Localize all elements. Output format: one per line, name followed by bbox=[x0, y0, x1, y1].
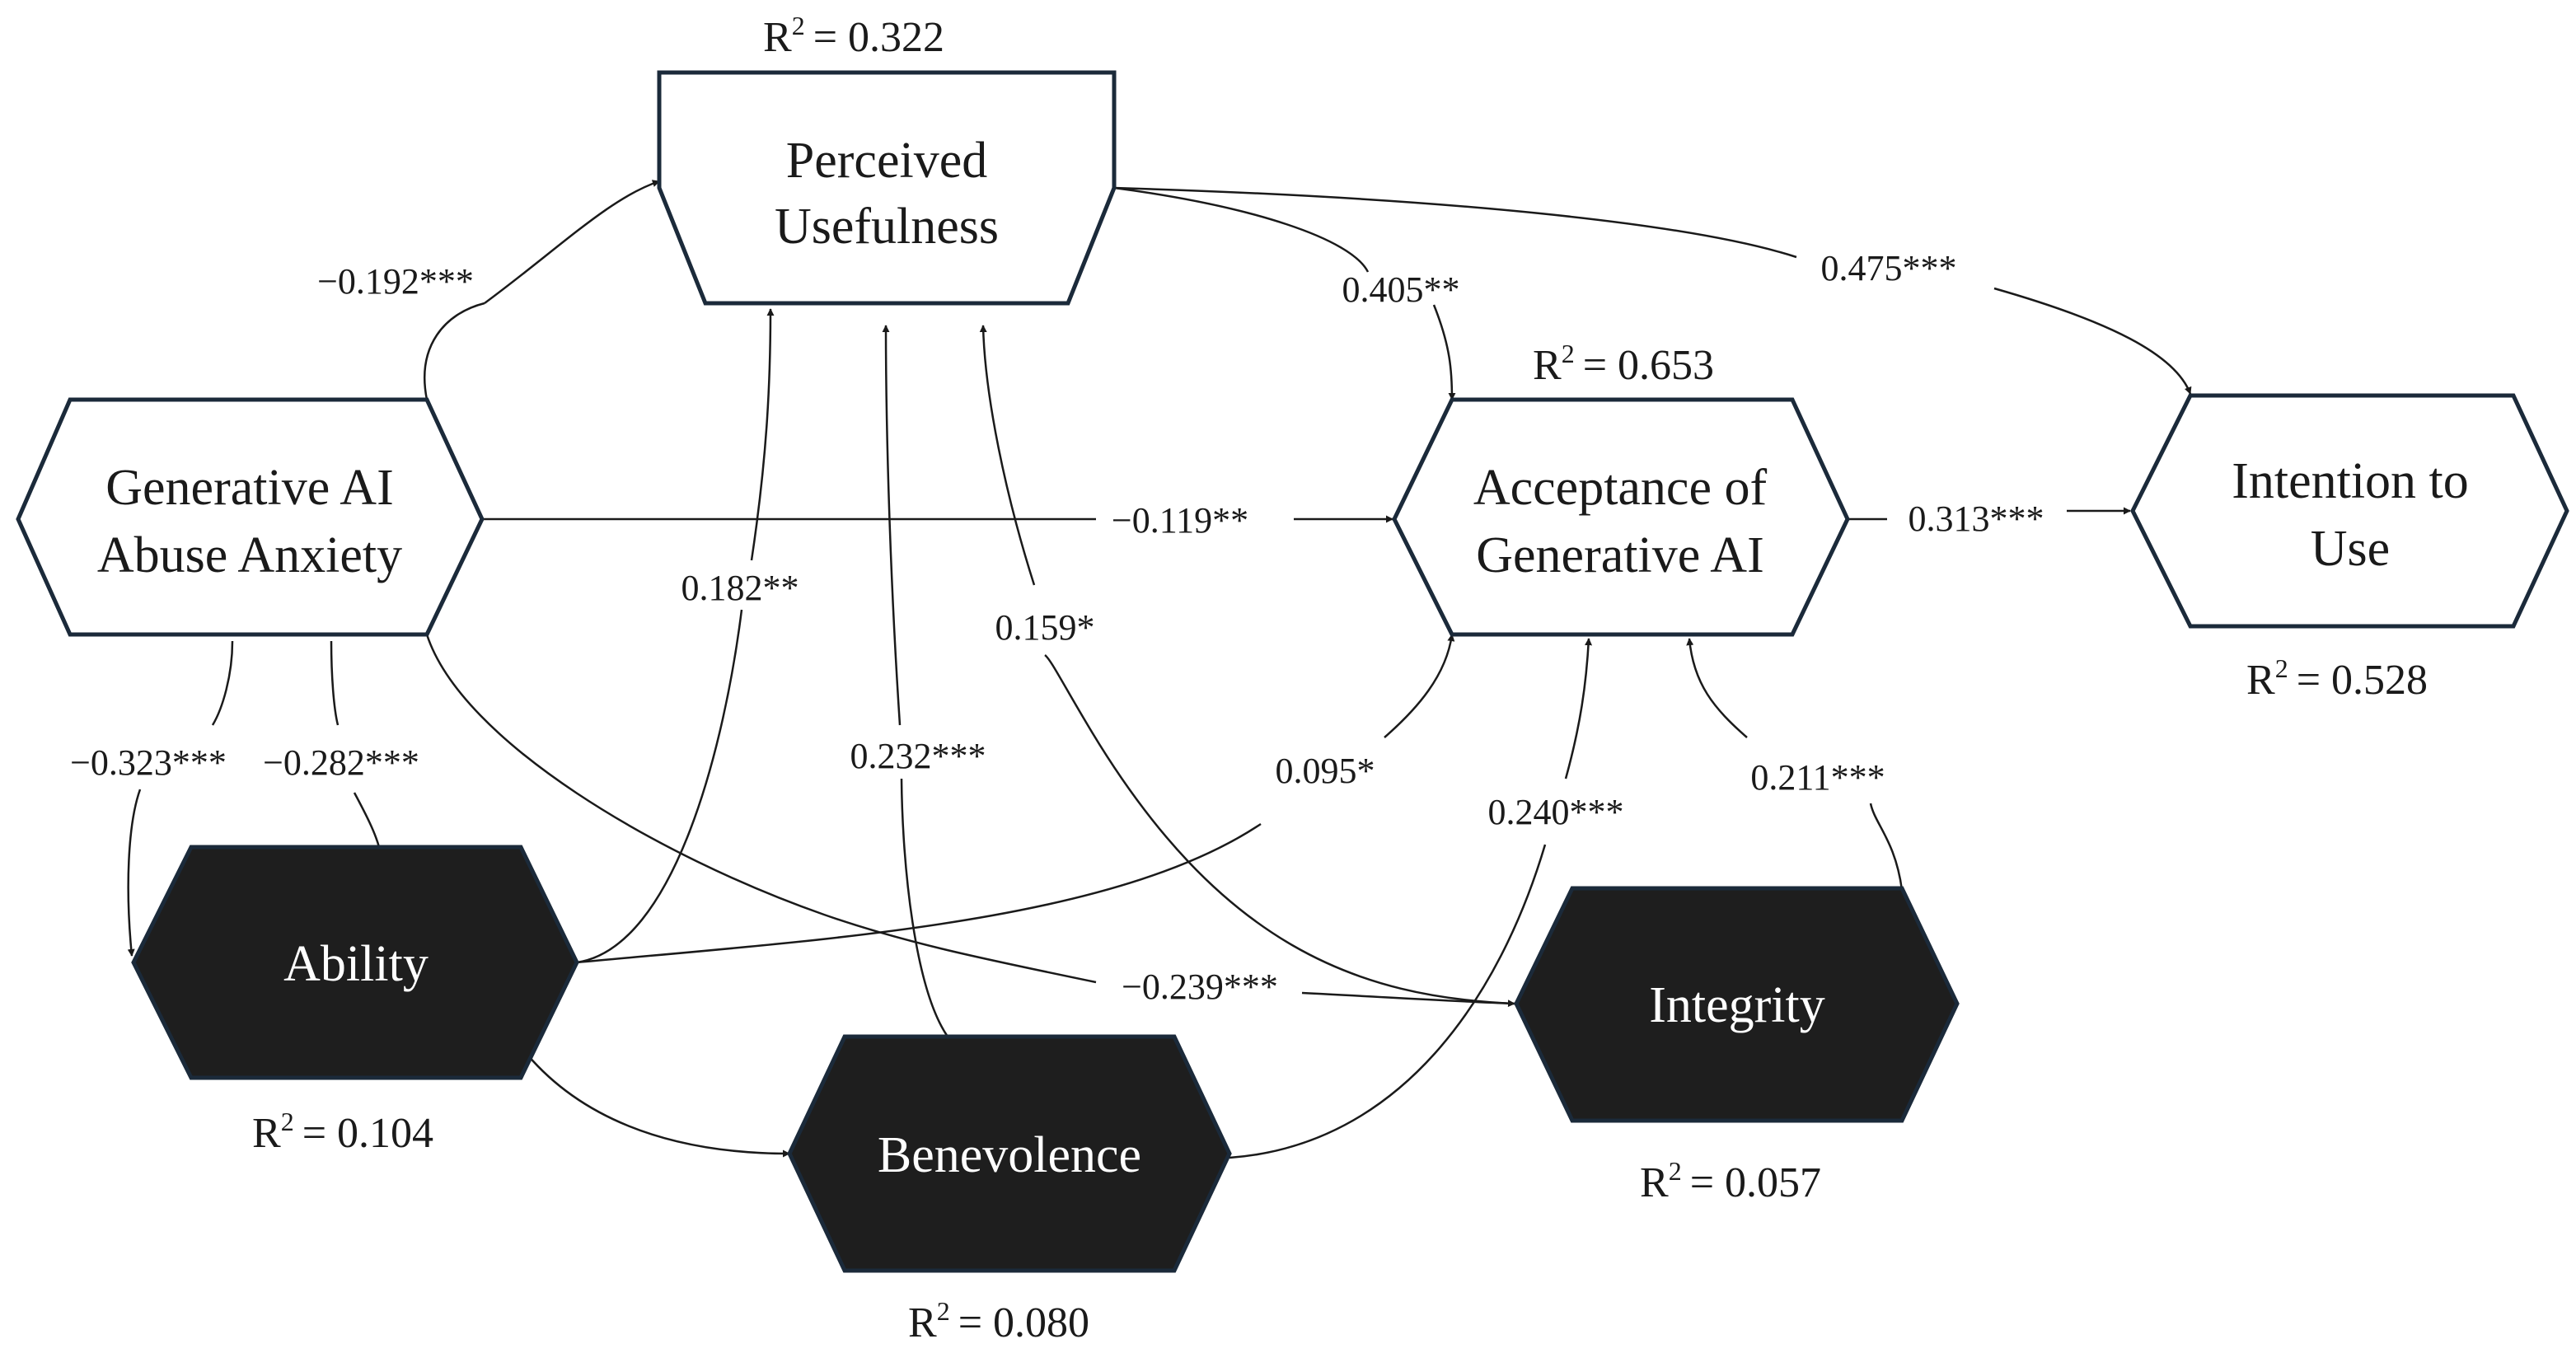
coef-benevolence-to-pu: 0.232*** bbox=[850, 736, 986, 776]
r2-label-perceived-usefulness: R2 = 0.322 bbox=[763, 11, 944, 61]
edge-pu-to-intention bbox=[1113, 186, 1797, 259]
r2-label-acceptance: R2 = 0.653 bbox=[1533, 339, 1714, 389]
r2-label-benevolence: R2 = 0.080 bbox=[908, 1296, 1089, 1346]
r2-symbol: R bbox=[1640, 1159, 1669, 1206]
edge-anxiety-to-pu bbox=[424, 302, 485, 400]
coef-anxiety-to-ability: −0.323*** bbox=[70, 742, 227, 783]
coef-anxiety-to-integrity: −0.239*** bbox=[1122, 967, 1278, 1007]
coef-anxiety-to-acceptance: −0.119** bbox=[1112, 500, 1248, 541]
coef-integrity-to-pu: 0.159* bbox=[995, 607, 1095, 648]
node-benevolence: Benevolence bbox=[787, 1034, 1232, 1273]
node-shape bbox=[2130, 393, 2569, 629]
node-intention: Intention to Use bbox=[2130, 393, 2569, 629]
node-label-line2: Usefulness bbox=[775, 199, 999, 255]
coef-acceptance-to-intention: 0.313*** bbox=[1909, 499, 2044, 539]
edge-benevolence-to-pu-head bbox=[882, 325, 902, 726]
coef-anxiety-to-benevolence: −0.282*** bbox=[263, 742, 419, 783]
edge-benevolence-to-acceptance-head bbox=[1564, 638, 1593, 779]
edge-ability-to-acceptance-head bbox=[1384, 634, 1455, 738]
r2-value: = 0.104 bbox=[302, 1110, 433, 1157]
edge-integrity-to-acceptance bbox=[1869, 803, 1904, 891]
edge-integrity-to-pu-head bbox=[979, 325, 1036, 586]
r2-value: = 0.322 bbox=[813, 14, 944, 61]
r2-exponent: 2 bbox=[2275, 653, 2288, 683]
node-shape bbox=[787, 1034, 1232, 1273]
node-ability: Ability bbox=[131, 845, 579, 1080]
edge-anxiety-to-ability bbox=[211, 640, 234, 726]
node-shape bbox=[657, 70, 1117, 306]
r2-exponent: 2 bbox=[281, 1107, 294, 1136]
edge-anxiety-to-pu-head bbox=[484, 180, 660, 305]
node-acceptance: Acceptance of Generative AI bbox=[1392, 397, 1850, 637]
edge-benevolence-to-acceptance bbox=[1229, 844, 1547, 1159]
coef-pu-to-intention: 0.475*** bbox=[1821, 248, 1957, 288]
r2-symbol: R bbox=[908, 1299, 937, 1346]
r2-symbol: R bbox=[1533, 342, 1562, 389]
node-label-line2: Abuse Anxiety bbox=[97, 527, 402, 583]
r2-exponent: 2 bbox=[792, 11, 805, 40]
coef-integrity-to-acceptance: 0.211*** bbox=[1750, 757, 1885, 798]
edge-anxiety-to-benevolence-head bbox=[353, 792, 381, 848]
coef-ability-to-acceptance: 0.095* bbox=[1276, 751, 1375, 791]
node-label-line1: Perceived bbox=[786, 133, 987, 189]
r2-symbol: R bbox=[763, 14, 792, 61]
node-shape bbox=[1392, 397, 1850, 637]
edge-benevolence-to-pu bbox=[900, 778, 949, 1037]
r2-value: = 0.528 bbox=[2297, 657, 2428, 704]
node-label-line1: Intention to bbox=[2232, 453, 2469, 509]
edge-pu-to-acceptance-head bbox=[1432, 304, 1456, 400]
edge-ability-to-acceptance bbox=[576, 822, 1262, 964]
node-label-line1: Generative AI bbox=[105, 460, 393, 516]
r2-label-integrity: R2 = 0.057 bbox=[1640, 1156, 1821, 1206]
coef-anxiety-to-pu: −0.192*** bbox=[317, 261, 474, 302]
coef-ability-to-pu: 0.182** bbox=[681, 568, 799, 608]
node-label: Ability bbox=[283, 936, 429, 992]
r2-value: = 0.057 bbox=[1690, 1159, 1821, 1206]
edge-ability-to-pu-head bbox=[750, 308, 775, 561]
r2-symbol: R bbox=[2246, 657, 2275, 704]
r2-value: = 0.080 bbox=[958, 1299, 1089, 1346]
coef-benevolence-to-acceptance: 0.240*** bbox=[1488, 792, 1624, 832]
node-label-line1: Acceptance of bbox=[1473, 460, 1768, 516]
r2-label-ability: R2 = 0.104 bbox=[252, 1107, 433, 1157]
edge-anxiety-to-ability-head bbox=[127, 789, 142, 957]
node-label-line2: Use bbox=[2311, 521, 2390, 577]
node-shape bbox=[131, 845, 579, 1080]
node-shape bbox=[1514, 886, 1960, 1123]
node-integrity: Integrity bbox=[1514, 886, 1960, 1123]
edge-ability-to-benevolence bbox=[527, 1054, 790, 1158]
edge-pu-to-acceptance bbox=[1113, 186, 1370, 273]
edge-integrity-to-pu bbox=[1044, 653, 1515, 1005]
node-shape bbox=[16, 397, 485, 637]
node-label: Integrity bbox=[1649, 977, 1825, 1033]
edges bbox=[127, 180, 2192, 1159]
coef-pu-to-acceptance: 0.405** bbox=[1342, 269, 1460, 310]
r2-symbol: R bbox=[252, 1110, 281, 1157]
r2-exponent: 2 bbox=[1669, 1156, 1682, 1186]
r2-label-intention: R2 = 0.528 bbox=[2246, 653, 2428, 704]
edge-ability-to-pu bbox=[576, 609, 743, 964]
edge-anxiety-to-integrity bbox=[425, 634, 1097, 984]
edge-integrity-to-acceptance-head bbox=[1686, 638, 1748, 738]
edge-anxiety-to-benevolence bbox=[330, 640, 340, 726]
node-perceived-usefulness: Perceived Usefulness bbox=[657, 70, 1117, 306]
edge-anxiety-to-integrity-head bbox=[1301, 991, 1515, 1008]
r2-value: = 0.653 bbox=[1583, 342, 1714, 389]
node-label-line2: Generative AI bbox=[1476, 527, 1763, 583]
node-label: Benevolence bbox=[878, 1127, 1141, 1183]
node-abuse-anxiety: Generative AI Abuse Anxiety bbox=[16, 397, 485, 637]
r2-exponent: 2 bbox=[937, 1296, 950, 1326]
edge-pu-to-intention-head bbox=[1993, 287, 2192, 395]
r2-exponent: 2 bbox=[1562, 339, 1575, 368]
